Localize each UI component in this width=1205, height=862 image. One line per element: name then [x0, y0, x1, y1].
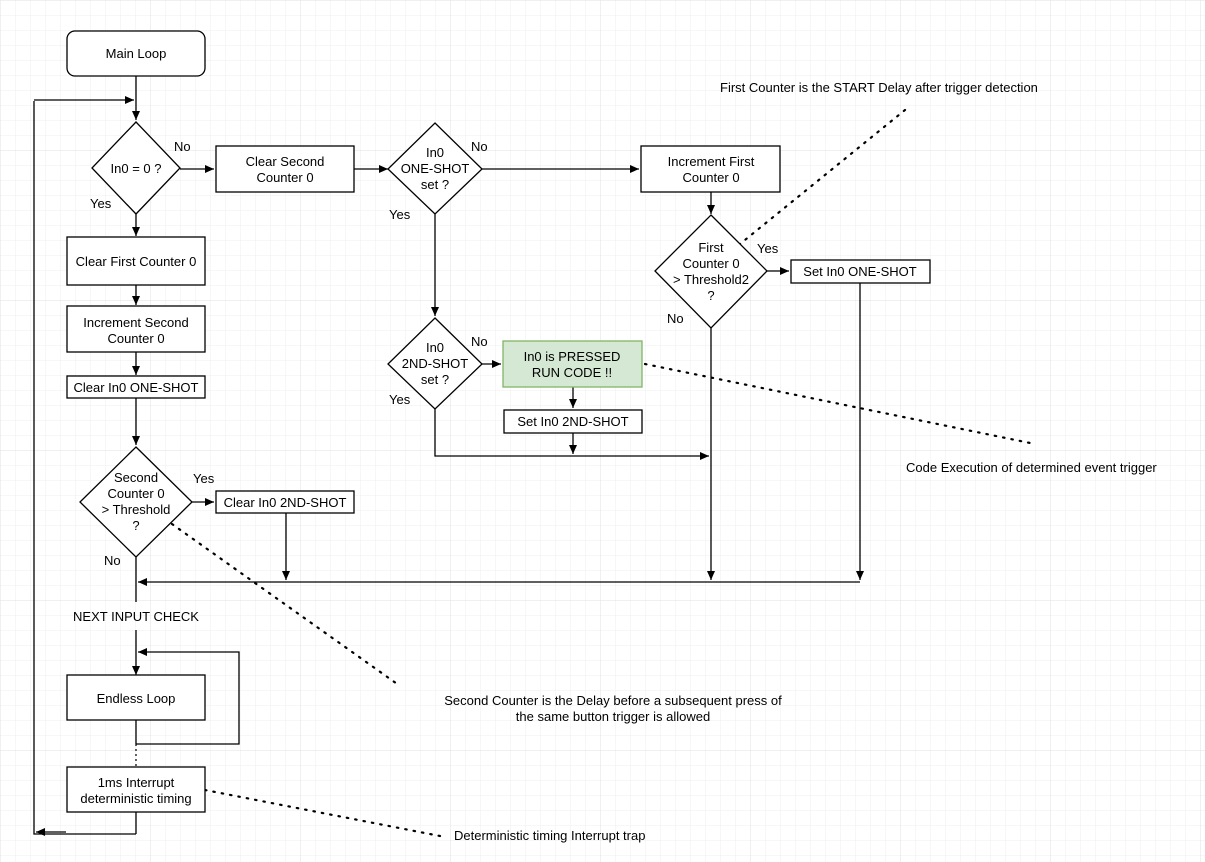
- one-shot-set-label-1: In0: [426, 145, 444, 160]
- decision-in0-zero-label: In0 = 0 ?: [111, 161, 162, 176]
- threshold-label-2: Counter 0: [107, 486, 164, 501]
- threshold-label-4: ?: [132, 518, 139, 533]
- clear-in0-2nd-shot-label: Clear In0 2ND-SHOT: [224, 495, 347, 510]
- label-no-2nd-shot: No: [471, 334, 488, 349]
- label-yes-threshold2: Yes: [757, 241, 779, 256]
- label-no-in0: No: [174, 139, 191, 154]
- label-no-threshold2: No: [667, 311, 684, 326]
- set-in0-2nd-shot-label: Set In0 2ND-SHOT: [517, 414, 628, 429]
- label-yes-one-shot: Yes: [389, 207, 411, 222]
- edge-2ndshot-yes[interactable]: [434, 409, 709, 460]
- clear-in0-one-shot-label: Clear In0 ONE-SHOT: [74, 380, 199, 395]
- edge-interrupt-loop-left[interactable]: [33, 101, 136, 835]
- label-no-one-shot: No: [471, 139, 488, 154]
- interrupt-1ms-node[interactable]: 1ms Interrupt deterministic timing: [66, 766, 206, 813]
- endless-loop-node[interactable]: Endless Loop: [66, 674, 206, 721]
- decision-first-counter-threshold2[interactable]: First Counter 0 > Threshold2 ?: [654, 214, 768, 329]
- annotation-leaders: [170, 108, 1037, 838]
- label-yes-in0: Yes: [90, 196, 112, 211]
- annotation-code-execution: Code Execution of determined event trigg…: [906, 460, 1157, 475]
- leader-interrupt: [203, 788, 442, 838]
- increment-second-counter-label: Increment Second: [83, 315, 189, 330]
- main-loop-label: Main Loop: [106, 46, 167, 61]
- threshold2-label-3: > Threshold2: [673, 272, 749, 287]
- annotation-first-counter: First Counter is the START Delay after t…: [720, 80, 1038, 95]
- annotation-second-counter-1: Second Counter is the Delay before a sub…: [444, 693, 782, 708]
- 2nd-shot-set-label-3: set ?: [421, 372, 449, 387]
- edges: [33, 76, 864, 836]
- decision-second-counter-threshold[interactable]: Second Counter 0 > Threshold ?: [79, 446, 193, 558]
- increment-first-counter-label-1: Increment First: [668, 154, 755, 169]
- 2nd-shot-set-label-2: 2ND-SHOT: [402, 356, 469, 371]
- in0-pressed-label-1: In0 is PRESSED: [524, 349, 621, 364]
- interrupt-1ms-label-2: deterministic timing: [80, 791, 191, 806]
- in0-pressed-label-2: RUN CODE !!: [532, 365, 612, 380]
- clear-in0-2nd-shot-node[interactable]: Clear In0 2ND-SHOT: [215, 490, 355, 514]
- leader-first-counter: [738, 108, 907, 246]
- in0-pressed-node[interactable]: In0 is PRESSED RUN CODE !!: [502, 340, 643, 388]
- clear-second-counter-label-2: Counter 0: [256, 170, 313, 185]
- annotation-second-counter-2: the same button trigger is allowed: [516, 709, 710, 724]
- interrupt-1ms-label-1: 1ms Interrupt: [98, 775, 175, 790]
- clear-first-counter-label: Clear First Counter 0: [76, 254, 197, 269]
- label-yes-2nd-shot: Yes: [389, 392, 411, 407]
- one-shot-set-label-2: ONE-SHOT: [401, 161, 470, 176]
- threshold-label-3: > Threshold: [102, 502, 171, 517]
- increment-second-counter-node[interactable]: Increment Second Counter 0: [66, 305, 206, 353]
- annotation-interrupt: Deterministic timing Interrupt trap: [454, 828, 645, 843]
- annotations: First Counter is the START Delay after t…: [444, 80, 1157, 843]
- increment-second-counter-label-2: Counter 0: [107, 331, 164, 346]
- main-loop-node[interactable]: Main Loop: [66, 30, 206, 77]
- threshold2-label-1: First: [698, 240, 724, 255]
- threshold2-label-2: Counter 0: [682, 256, 739, 271]
- set-in0-one-shot-label: Set In0 ONE-SHOT: [803, 264, 916, 279]
- decision-in0-one-shot-set[interactable]: In0 ONE-SHOT set ?: [387, 122, 483, 215]
- threshold-label-1: Second: [114, 470, 158, 485]
- label-yes-threshold: Yes: [193, 471, 215, 486]
- next-input-check-label: NEXT INPUT CHECK: [73, 609, 199, 624]
- leader-code-execution: [643, 362, 1037, 446]
- clear-second-counter-label-1: Clear Second: [246, 154, 325, 169]
- set-in0-one-shot-node[interactable]: Set In0 ONE-SHOT: [790, 259, 931, 284]
- branch-labels: No Yes No Yes No Yes Yes No Yes No: [90, 139, 779, 568]
- set-in0-2nd-shot-node[interactable]: Set In0 2ND-SHOT: [503, 409, 643, 434]
- 2nd-shot-set-label-1: In0: [426, 340, 444, 355]
- clear-in0-one-shot-node[interactable]: Clear In0 ONE-SHOT: [66, 375, 206, 399]
- decision-in0-2nd-shot-set[interactable]: In0 2ND-SHOT set ?: [387, 317, 483, 410]
- clear-second-counter-node[interactable]: Clear Second Counter 0: [215, 145, 355, 193]
- decision-in0-zero[interactable]: In0 = 0 ?: [91, 121, 181, 215]
- label-no-threshold: No: [104, 553, 121, 568]
- threshold2-label-4: ?: [707, 288, 714, 303]
- one-shot-set-label-3: set ?: [421, 177, 449, 192]
- increment-first-counter-label-2: Counter 0: [682, 170, 739, 185]
- clear-first-counter-node[interactable]: Clear First Counter 0: [66, 236, 206, 286]
- increment-first-counter-node[interactable]: Increment First Counter 0: [640, 145, 781, 193]
- endless-loop-label: Endless Loop: [97, 691, 176, 706]
- edge-endless-loop-back[interactable]: [136, 648, 240, 745]
